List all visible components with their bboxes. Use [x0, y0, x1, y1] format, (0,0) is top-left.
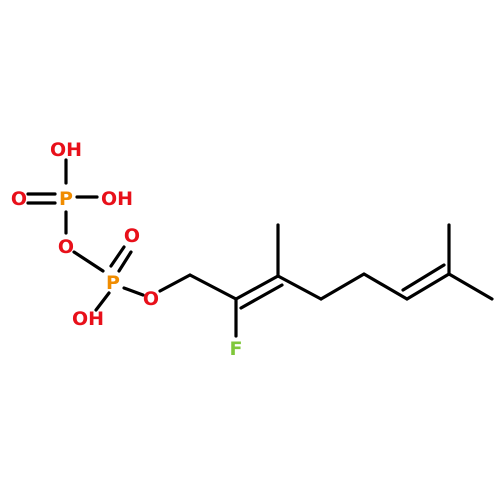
bond-p2-o-ester: [122, 286, 145, 297]
bond-c6-c7-double: [405, 272, 451, 301]
bond-o-bridge-p2: [72, 250, 105, 273]
atom-p-1: P: [59, 188, 73, 210]
bonds: [26, 158, 494, 338]
atom-oh-top: OH: [50, 139, 82, 161]
bond-c3-c4: [276, 274, 323, 301]
atom-o-bridge: O: [58, 236, 74, 258]
atom-oh-right: OH: [101, 188, 133, 210]
bond-o-ester-ch2: [158, 273, 192, 293]
atom-p-2: P: [106, 272, 120, 294]
bond-c4-c5: [319, 272, 366, 301]
atom-o-double-2: O: [124, 225, 140, 247]
bond-p2-o-double: [117, 250, 133, 273]
bond-p2-oh-bottom: [94, 291, 111, 312]
bond-p2-o-double: [109, 245, 126, 268]
atom-o-double-1: O: [11, 188, 27, 210]
bond-c6-c7-double: [401, 263, 446, 292]
atom-labels: OH OH O P O O P OH O F: [11, 139, 243, 360]
bond-ch2-c2: [188, 273, 238, 301]
bond-c7-methyl-right: [447, 272, 494, 301]
atom-oh-bottom: OH: [72, 308, 104, 330]
atom-f: F: [230, 338, 243, 360]
bond-c5-c6: [362, 272, 409, 301]
bond-c2-c3-double: [234, 274, 280, 301]
bond-c2-c3-double: [239, 283, 284, 310]
atom-o-ester: O: [143, 288, 159, 310]
